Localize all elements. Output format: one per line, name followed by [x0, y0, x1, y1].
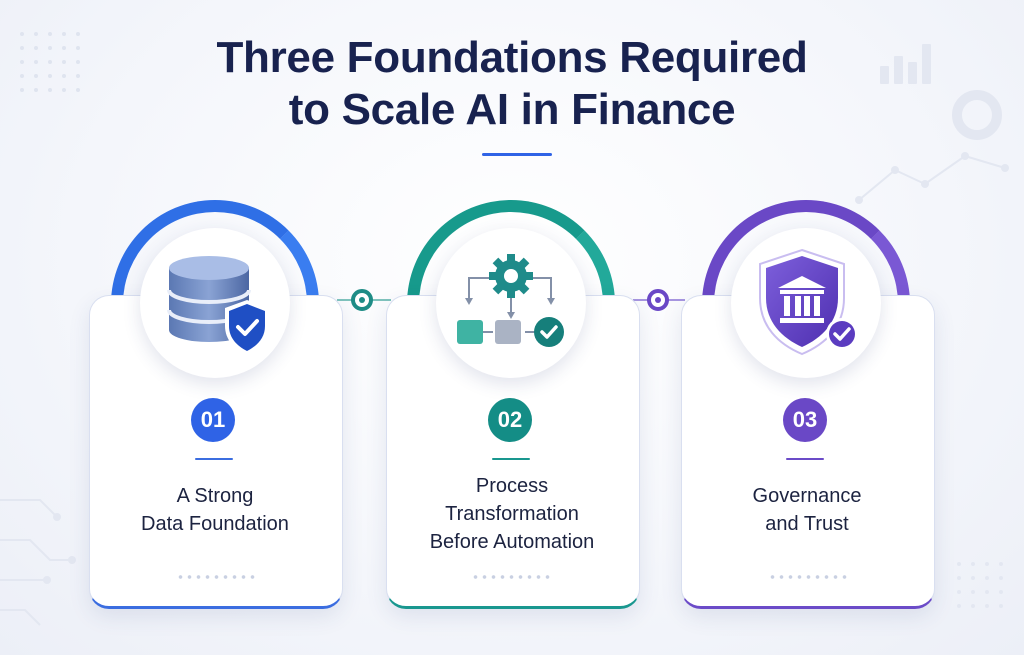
foundation-1-line-1: A Strong [176, 485, 254, 507]
bar-chart-decoration-icon [880, 44, 931, 84]
database-shield-icon [167, 256, 269, 355]
card-3-dots-decoration [768, 574, 848, 580]
connector-node-1-2 [351, 289, 373, 311]
foundation-number-3: 03 [783, 398, 827, 442]
donut-decoration-icon [952, 90, 1002, 140]
number-underline-1 [195, 458, 233, 460]
title-line-2: to Scale AI in Finance [288, 85, 736, 134]
foundation-2-line-1: Process [475, 475, 549, 497]
foundation-1-line-2: Data Foundation [141, 513, 289, 535]
icon-badge-2 [436, 228, 586, 378]
number-underline-3 [786, 458, 824, 460]
foundation-3-line-1: Governance [752, 485, 862, 507]
dot-grid-decoration-left [20, 32, 80, 92]
foundation-label-3: Governance and Trust [681, 482, 933, 538]
foundation-number-2: 02 [488, 398, 532, 442]
foundation-number-1: 01 [191, 398, 235, 442]
bank-shield-icon [759, 248, 858, 355]
page-title: Three Foundations Required to Scale AI i… [0, 32, 1024, 136]
foundation-label-1: A Strong Data Foundation [89, 482, 341, 538]
foundation-2-line-2: Transformation [445, 503, 579, 525]
number-underline-2 [492, 458, 530, 460]
process-flow-gear-icon [457, 254, 564, 347]
title-underline [482, 153, 552, 156]
title-line-1: Three Foundations Required [216, 33, 808, 82]
foundation-2-line-3: Before Automation [429, 531, 595, 553]
icon-badge-3 [731, 228, 881, 378]
connector-node-2-3 [647, 289, 669, 311]
circuit-decoration-left [0, 499, 76, 626]
foundation-label-2: Process Transformation Before Automation [386, 472, 638, 556]
icon-badge-1 [140, 228, 290, 378]
line-graph-decoration-icon [855, 152, 1009, 204]
foundation-3-line-2: and Trust [765, 513, 849, 535]
dot-grid-decoration-right [957, 562, 1003, 608]
card-2-dots-decoration [471, 574, 551, 580]
card-1-dots-decoration [176, 574, 256, 580]
